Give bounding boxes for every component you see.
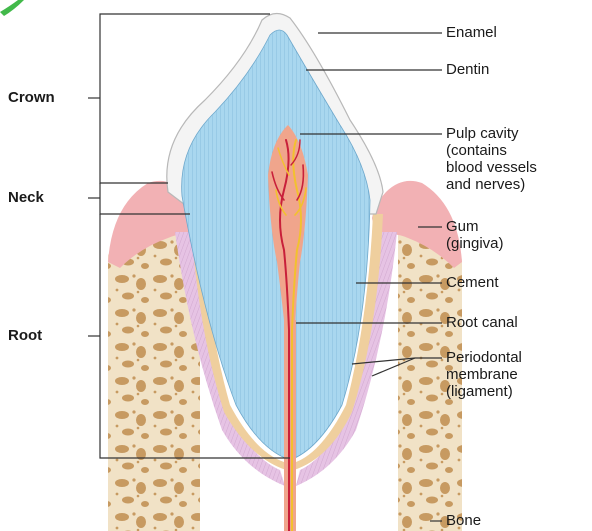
label-pulp-cavity: Pulp cavity (contains blood vessels and …: [446, 125, 537, 193]
label-enamel: Enamel: [446, 24, 497, 41]
label-crown: Crown: [8, 89, 55, 106]
label-neck: Neck: [8, 189, 44, 206]
label-periodontal-membrane: Periodontal membrane (ligament): [446, 349, 522, 400]
label-cement: Cement: [446, 274, 499, 291]
label-gum: Gum (gingiva): [446, 218, 504, 252]
label-root: Root: [8, 327, 42, 344]
label-dentin: Dentin: [446, 61, 489, 78]
label-root-canal: Root canal: [446, 314, 518, 331]
arrow-fragment-icon: [0, 0, 24, 16]
label-bone: Bone: [446, 512, 481, 529]
